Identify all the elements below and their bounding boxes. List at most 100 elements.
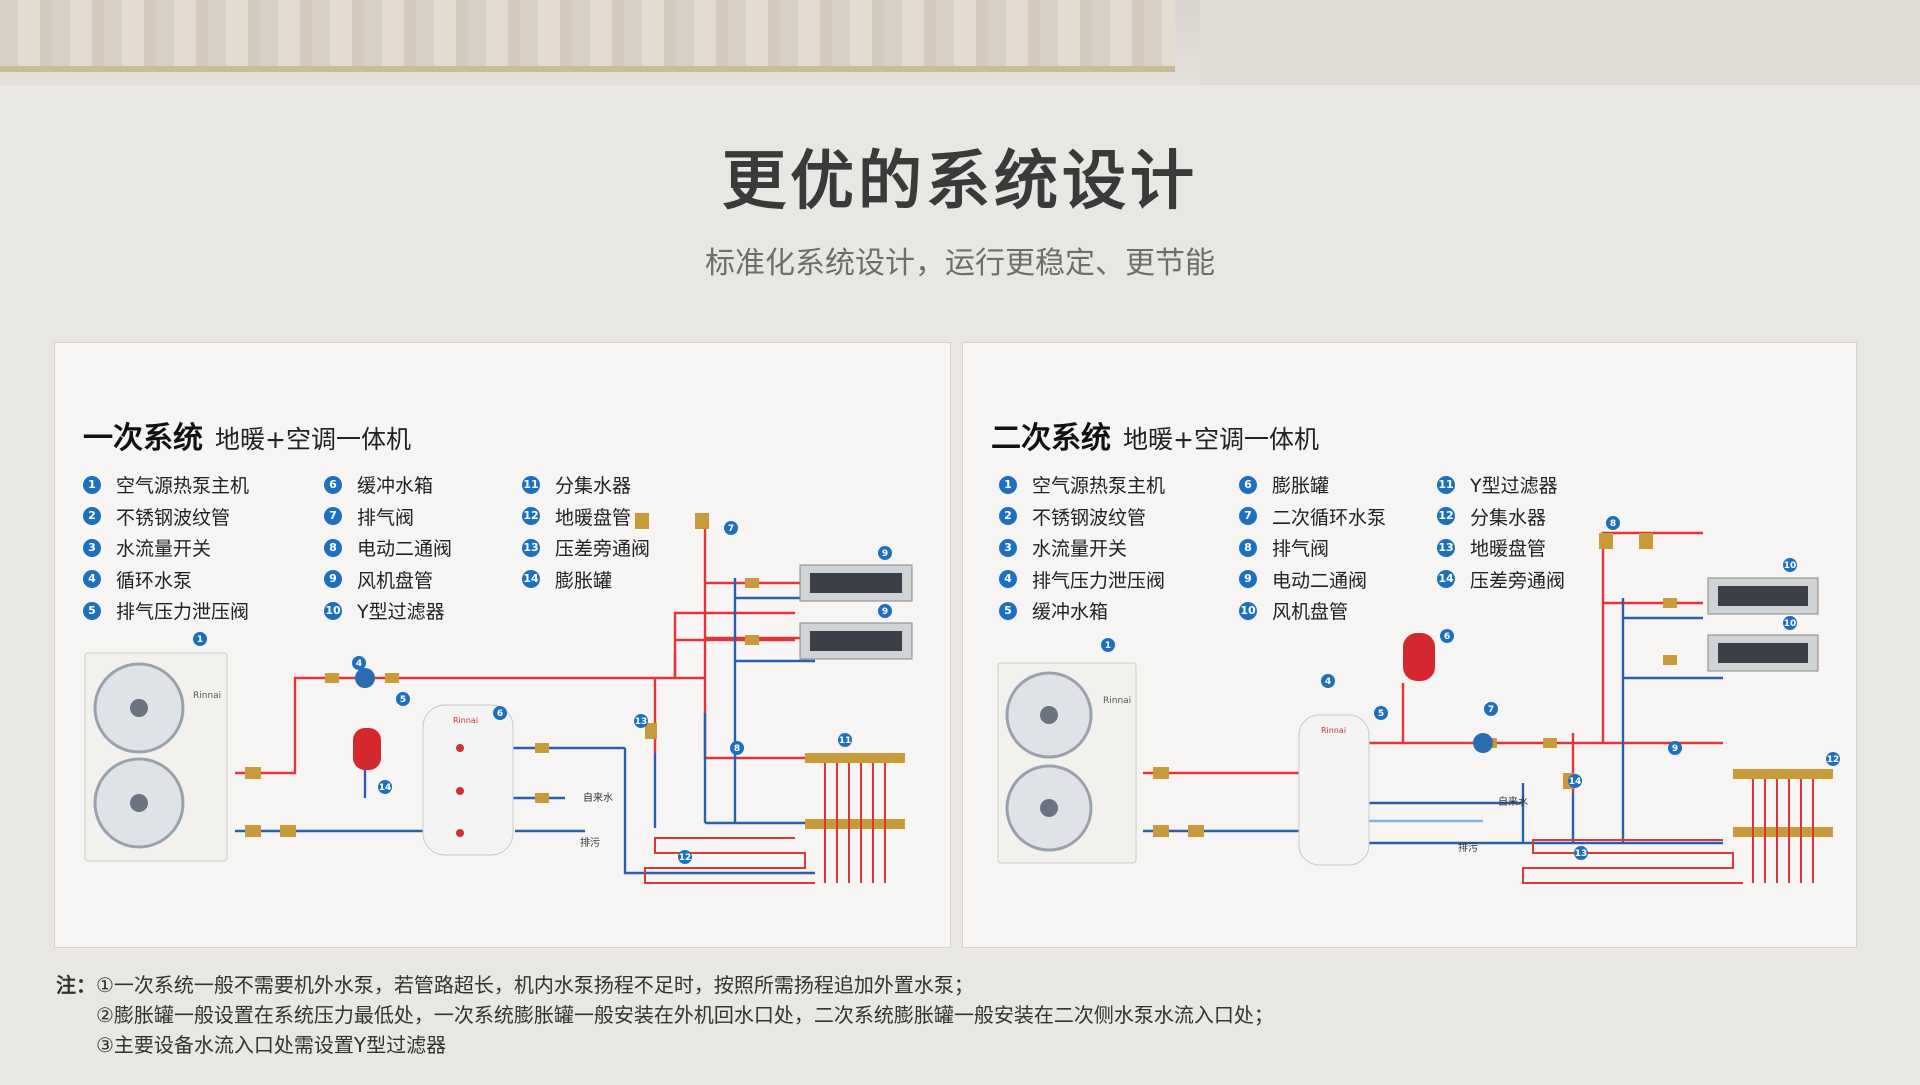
water-in-label: 自来水 (1498, 795, 1528, 808)
svg-text:4: 4 (1325, 677, 1331, 687)
panel-title: 一次系统 (83, 421, 203, 456)
svg-text:7: 7 (1488, 705, 1494, 715)
svg-text:9: 9 (882, 607, 888, 617)
drain-label: 排污 (580, 836, 600, 849)
floor-heating-coil (1522, 839, 1743, 884)
drain-label: 排污 (1458, 841, 1478, 854)
water-in-label: 自来水 (583, 791, 613, 804)
page-title: 更优的系统设计 (722, 145, 1198, 219)
svg-text:7: 7 (728, 524, 734, 534)
manifold-bottom (805, 819, 905, 829)
svg-text:5: 5 (400, 695, 406, 705)
manifold-top (805, 753, 905, 763)
buffer-tank: Rinnai (422, 704, 514, 856)
panel-title: 二次系统 (991, 421, 1111, 456)
footnotes: 注：①一次系统一般不需要机外水泵，若管路超长，机内水泵扬程不足时，按照所需扬程追… (56, 970, 1274, 1060)
panel-subtitle: 地暖+空调一体机 (215, 425, 411, 454)
svg-text:14: 14 (1569, 777, 1582, 787)
buffer-tank: Rinnai (1298, 714, 1370, 866)
manifold-top (1733, 769, 1833, 779)
secondary-system-diagram: Rinnai Rinnai 1 4 5 6 (997, 516, 1840, 884)
heat-pump-unit: Rinnai (84, 652, 228, 862)
notes-label: 注： (56, 973, 96, 997)
svg-text:14: 14 (379, 783, 392, 793)
svg-text:9: 9 (1672, 744, 1678, 754)
note-line: ③主要设备水流入口处需设置Y型过滤器 (96, 1033, 447, 1057)
svg-text:6: 6 (1444, 632, 1450, 642)
circulation-pump (355, 668, 375, 688)
svg-text:8: 8 (1610, 519, 1616, 529)
heat-pump-unit: Rinnai (997, 662, 1137, 864)
unit-brand: Rinnai (193, 691, 221, 701)
tank-brand: Rinnai (1321, 726, 1346, 735)
svg-text:13: 13 (1575, 849, 1588, 859)
tank-brand: Rinnai (453, 716, 478, 725)
svg-text:12: 12 (679, 853, 692, 863)
top-right-panel (1200, 0, 1920, 85)
panel-subtitle: 地暖+空调一体机 (1123, 425, 1319, 454)
panel-heading: 一次系统地暖+空调一体机 (83, 413, 411, 457)
note-line: ①一次系统一般不需要机外水泵，若管路超长，机内水泵扬程不足时，按照所需扬程追加外… (96, 973, 974, 997)
svg-text:8: 8 (734, 744, 740, 754)
svg-text:9: 9 (882, 549, 888, 559)
panel-primary-system: Rinnai Rinnai (54, 342, 951, 948)
svg-text:10: 10 (1784, 619, 1797, 629)
svg-text:13: 13 (635, 717, 648, 727)
svg-text:6: 6 (497, 709, 503, 719)
floor-heating-coil (644, 837, 815, 884)
secondary-pump (1473, 733, 1493, 753)
expansion-tank (1403, 633, 1435, 681)
note-line: ②膨胀罐一般设置在系统压力最低处，一次系统膨胀罐一般安装在外机回水口处，二次系统… (96, 1003, 1274, 1027)
primary-system-diagram: Rinnai Rinnai (84, 513, 913, 884)
svg-text:1: 1 (197, 635, 203, 645)
wood-texture (0, 0, 1175, 72)
svg-text:11: 11 (839, 736, 852, 746)
unit-brand: Rinnai (1103, 696, 1131, 706)
panel-secondary-system: Rinnai Rinnai 1 4 5 6 (962, 342, 1857, 948)
svg-text:12: 12 (1827, 755, 1840, 765)
manifold-bottom (1733, 827, 1833, 837)
expansion-tank (353, 728, 381, 770)
top-decor-band (0, 0, 1920, 85)
svg-text:1: 1 (1105, 641, 1111, 651)
page-subtitle: 标准化系统设计，运行更稳定、更节能 (705, 246, 1215, 281)
svg-text:10: 10 (1784, 561, 1797, 571)
panel-heading: 二次系统地暖+空调一体机 (991, 413, 1319, 457)
svg-text:5: 5 (1378, 709, 1384, 719)
svg-text:4: 4 (356, 659, 362, 669)
